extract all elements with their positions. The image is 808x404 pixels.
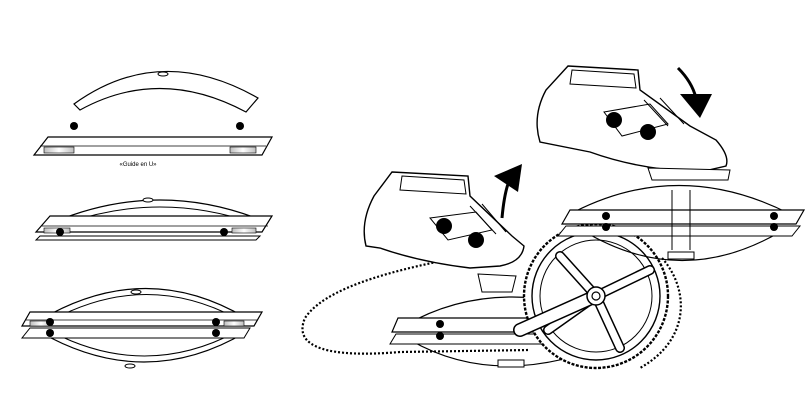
u-guide-part bbox=[73, 70, 259, 113]
pivot-dot-icon bbox=[602, 212, 610, 220]
step-1-exploded: «Guide en U» bbox=[32, 70, 274, 168]
pivot-dot-icon bbox=[602, 223, 610, 231]
pivot-dot-icon bbox=[212, 329, 220, 337]
shoe-icon bbox=[536, 65, 731, 181]
arrow-up-icon bbox=[494, 164, 522, 219]
pivot-dot-icon bbox=[46, 329, 54, 337]
step-3-assembled bbox=[20, 287, 264, 369]
pivot-dot-icon bbox=[436, 218, 452, 234]
pivot-dot-icon bbox=[770, 223, 778, 231]
pivot-dot-icon bbox=[606, 112, 622, 128]
pivot-dot-icon bbox=[70, 122, 78, 130]
chainring-icon bbox=[513, 222, 670, 370]
base-rail-part bbox=[20, 311, 264, 327]
pivot-dot-icon bbox=[212, 318, 220, 326]
u-guide-caption: «Guide en U» bbox=[119, 162, 157, 168]
pivot-dot-icon bbox=[468, 232, 484, 248]
shoe-icon bbox=[363, 171, 525, 293]
pivot-dot-icon bbox=[56, 228, 64, 236]
step-2-guide-on-rail bbox=[34, 197, 274, 241]
base-rail-part bbox=[32, 136, 274, 156]
upper-pedal-platform bbox=[556, 184, 806, 262]
pivot-dot-icon bbox=[640, 124, 656, 140]
pivot-dot-icon bbox=[46, 318, 54, 326]
u-guide-part bbox=[53, 199, 267, 223]
pivot-dot-icon bbox=[436, 332, 444, 340]
base-rail-part bbox=[34, 215, 274, 241]
pedalling-mechanism bbox=[301, 65, 806, 370]
pivot-dot-icon bbox=[436, 320, 444, 328]
pivot-dot-icon bbox=[236, 122, 244, 130]
pivot-dot-icon bbox=[220, 228, 228, 236]
arrow-down-icon bbox=[676, 66, 712, 118]
pivot-dot-icon bbox=[770, 212, 778, 220]
u-guide-hole bbox=[157, 71, 169, 77]
